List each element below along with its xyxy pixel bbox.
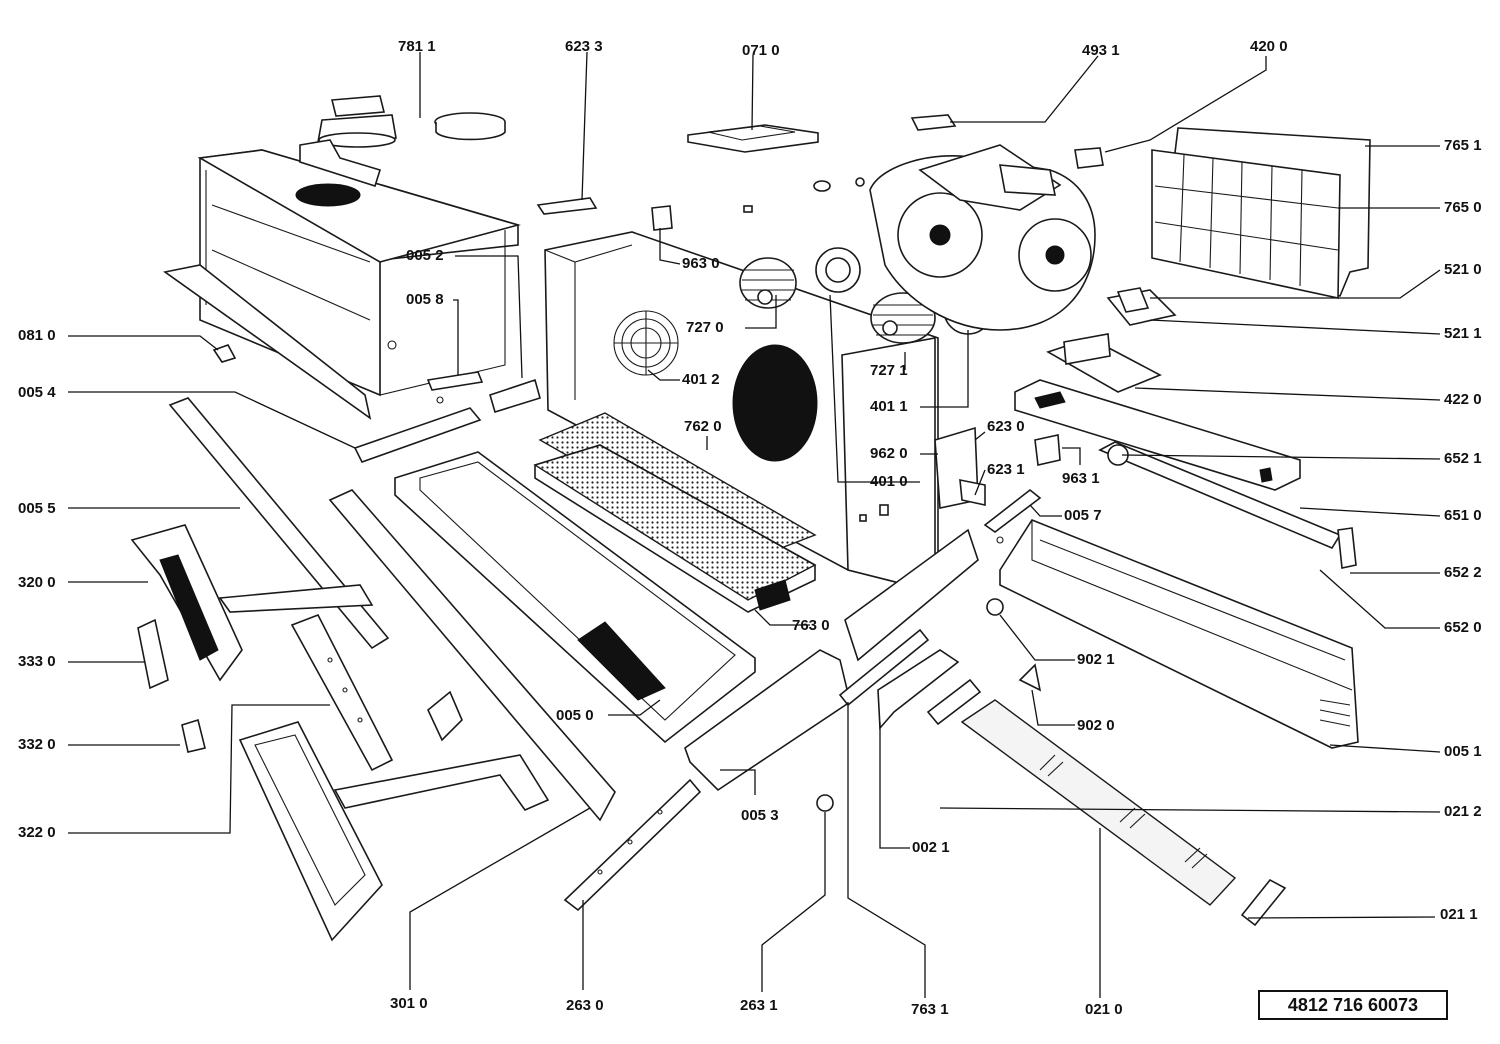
part-727-0-blower-wheel	[739, 257, 797, 309]
callout-301-0: 301 0	[390, 995, 428, 1012]
callout-963-1: 963 1	[1062, 470, 1100, 487]
part-652-2-end-cap	[1337, 527, 1357, 569]
part-762-0-filter	[533, 412, 817, 613]
callout-762-0: 762 0	[684, 418, 722, 435]
part-005-2-hood-housing	[163, 139, 521, 420]
part-763-1-bracket	[838, 628, 930, 707]
part-005-4-rail	[353, 378, 541, 463]
callout-963-0: 963 0	[682, 255, 720, 272]
callout-652-2: 652 2	[1444, 564, 1482, 581]
callout-422-0: 422 0	[1444, 391, 1482, 408]
callout-005-8: 005 8	[406, 291, 444, 308]
part-902-0-clip	[1018, 663, 1042, 692]
callout-727-1: 727 1	[870, 362, 908, 379]
part-902-1-knob	[986, 598, 1004, 616]
part-071-0-switch-block	[687, 124, 819, 153]
part-021-0-glass-panel	[960, 699, 1237, 906]
callout-401-0: 401 0	[870, 473, 908, 490]
part-blower-housing	[869, 144, 1104, 331]
callout-765-1: 765 1	[1444, 137, 1482, 154]
part-333-0-clip	[137, 618, 169, 690]
part-005-0-frame	[394, 451, 756, 744]
part-005-1-front-panel	[999, 519, 1359, 749]
callout-902-0: 902 0	[1077, 717, 1115, 734]
part-002-1-latch	[877, 649, 960, 731]
callout-005-4: 005 4	[18, 384, 56, 401]
callout-623-3: 623 3	[565, 38, 603, 55]
part-021-2-bracket	[926, 678, 982, 726]
callout-763-1: 763 1	[911, 1001, 949, 1018]
callout-005-1: 005 1	[1444, 743, 1482, 760]
part-521-switch	[1106, 287, 1177, 326]
part-781-1-chimney-adapter	[317, 95, 506, 148]
callout-401-2: 401 2	[682, 371, 720, 388]
callout-005-7: 005 7	[1064, 507, 1102, 524]
part-motor-plate	[544, 231, 939, 594]
callout-322-0: 322 0	[18, 824, 56, 841]
callout-263-0: 263 0	[566, 997, 604, 1014]
callout-781-1: 781 1	[398, 38, 436, 55]
part-005-7-clip	[983, 488, 1042, 544]
part-332-0-clip	[181, 718, 206, 753]
part-765-filter	[1151, 127, 1371, 299]
part-005-5-rail	[168, 397, 616, 822]
callout-902-1: 902 1	[1077, 651, 1115, 668]
callout-002-1: 002 1	[912, 839, 950, 856]
callout-005-5: 005 5	[18, 500, 56, 517]
callout-623-1: 623 1	[987, 461, 1025, 478]
callout-081-0: 081 0	[18, 327, 56, 344]
callout-005-2: 005 2	[406, 247, 444, 264]
part-322-0-handle	[238, 613, 550, 942]
callout-727-0: 727 0	[686, 319, 724, 336]
callout-765-0: 765 0	[1444, 199, 1482, 216]
callout-623-0: 623 0	[987, 418, 1025, 435]
part-963-1-plate	[1034, 434, 1061, 466]
callout-333-0: 333 0	[18, 653, 56, 670]
callout-021-1: 021 1	[1440, 906, 1478, 923]
part-422-0-transformer	[1046, 333, 1162, 393]
callout-320-0: 320 0	[18, 574, 56, 591]
part-263-0-slide	[563, 778, 702, 912]
part-005-8-bracket	[426, 371, 484, 404]
part-727-1-blower-wheel	[870, 292, 936, 344]
callout-021-2: 021 2	[1444, 803, 1482, 820]
callout-652-0: 652 0	[1444, 619, 1482, 636]
document-number-box: 4812 716 60073	[1258, 990, 1448, 1020]
leader-lines	[68, 51, 1441, 998]
callout-493-1: 493 1	[1082, 42, 1120, 59]
callout-420-0: 420 0	[1250, 38, 1288, 55]
small-fasteners	[743, 177, 865, 213]
callout-071-0: 071 0	[742, 42, 780, 59]
part-652-1-rail-bracket	[1014, 379, 1301, 491]
part-493-1-connector	[910, 114, 957, 131]
callout-763-0: 763 0	[792, 617, 830, 634]
callout-521-0: 521 0	[1444, 261, 1482, 278]
part-320-0-handle	[130, 524, 374, 682]
callout-652-1: 652 1	[1444, 450, 1482, 467]
callout-521-1: 521 1	[1444, 325, 1482, 342]
callout-962-0: 962 0	[870, 445, 908, 462]
part-962-0-bracket	[934, 426, 986, 509]
callout-005-3: 005 3	[741, 807, 779, 824]
part-081-0-screw	[212, 344, 237, 363]
callout-005-0: 005 0	[556, 707, 594, 724]
part-021-1-hinge	[1240, 878, 1287, 927]
callout-332-0: 332 0	[18, 736, 56, 753]
part-623-3-clip	[536, 197, 598, 215]
callout-651-0: 651 0	[1444, 507, 1482, 524]
callout-021-0: 021 0	[1085, 1001, 1123, 1018]
part-963-0-plate	[651, 205, 673, 231]
callout-401-1: 401 1	[870, 398, 908, 415]
callout-263-1: 263 1	[740, 997, 778, 1014]
part-263-1-bushing	[816, 794, 834, 812]
